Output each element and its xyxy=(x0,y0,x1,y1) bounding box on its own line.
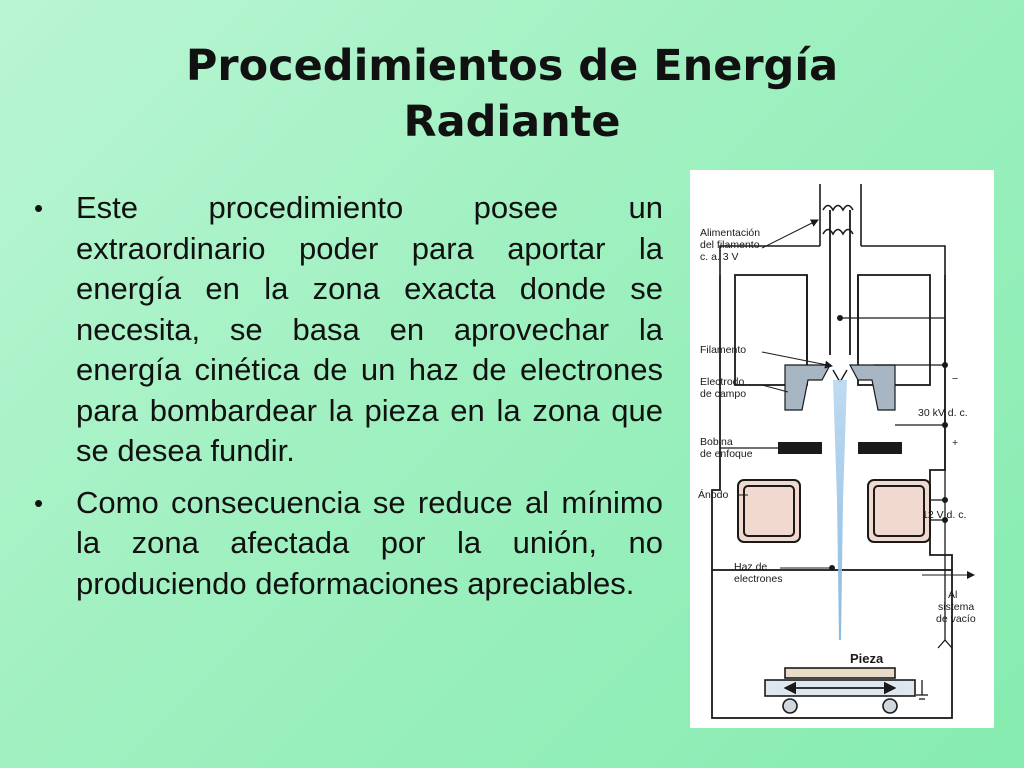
label-electrodo-2: de campo xyxy=(700,388,746,400)
label-bobina-1: Bobina xyxy=(700,436,733,448)
column-body xyxy=(711,210,953,719)
electron-beam-diagram: Alimentación del filamento c. a. 3 V Fil… xyxy=(690,170,994,728)
bullet-text-2: Como consecuencia se reduce al mínimo la… xyxy=(76,484,663,601)
bullet-marker: • xyxy=(34,193,44,223)
label-alimentacion-1: Alimentación xyxy=(700,227,760,239)
electron-beam xyxy=(833,380,847,640)
label-alimentacion-2: del filamento xyxy=(700,239,760,251)
label-bobina-2: de enfoque xyxy=(700,448,753,460)
label-haz-2: electrones xyxy=(734,573,782,585)
diagram-svg: Alimentación del filamento c. a. 3 V Fil… xyxy=(698,184,976,719)
field-electrode xyxy=(784,364,896,411)
filament-supply xyxy=(719,184,946,275)
label-filamento: Filamento xyxy=(700,344,746,356)
label-vacio-1: Al xyxy=(948,589,957,601)
bullet-list: • Este procedimiento posee un extraordin… xyxy=(30,188,663,615)
label-plus: + xyxy=(952,437,958,449)
bullet-item-1: • Este procedimiento posee un extraordin… xyxy=(30,188,663,472)
label-30kv: 30 kV d. c. xyxy=(918,407,968,419)
workpiece-table xyxy=(764,667,916,714)
title-line-2: Radiante xyxy=(403,97,621,147)
label-anodo: Ánodo xyxy=(698,488,729,501)
slide-title: Procedimientos de Energía Radiante xyxy=(40,38,984,150)
label-haz-1: Haz de xyxy=(734,561,767,573)
label-12v: 12 V d. c. xyxy=(922,509,966,521)
bullet-item-2: • Como consecuencia se reduce al mínimo … xyxy=(30,483,663,605)
label-minus: − xyxy=(952,373,958,385)
label-pointers xyxy=(738,219,975,669)
label-pieza: Pieza xyxy=(850,651,884,666)
label-vacio-2: sistema xyxy=(938,601,974,613)
anode-blocks xyxy=(737,479,931,543)
label-alimentacion-3: c. a. 3 V xyxy=(700,251,739,263)
wiring xyxy=(840,317,953,700)
title-line-1: Procedimientos de Energía xyxy=(185,41,839,91)
label-electrodo-1: Electrodo xyxy=(700,376,745,388)
label-vacio-3: de vacío xyxy=(936,613,976,625)
bullet-text-1: Este procedimiento posee un extraordinar… xyxy=(76,190,663,468)
bullet-marker: • xyxy=(34,487,44,518)
